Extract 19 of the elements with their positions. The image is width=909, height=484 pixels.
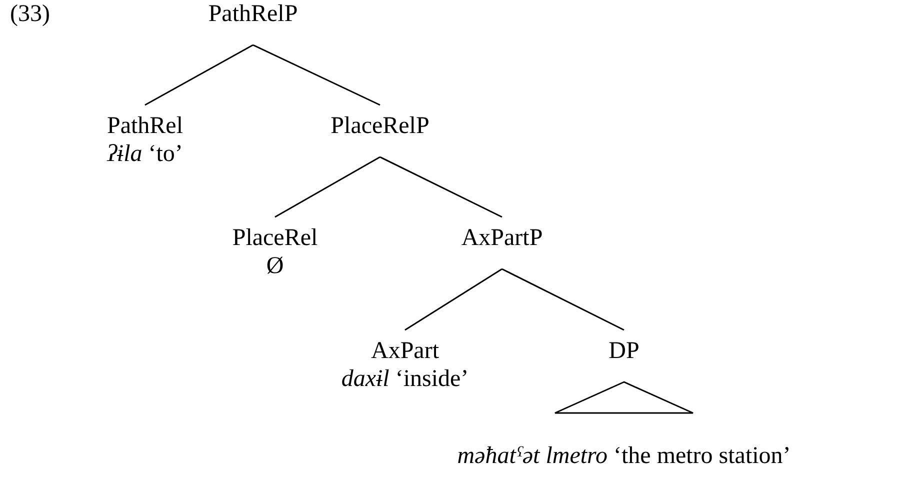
terminal-text: məħatˤət lmetro ‘the metro station’	[457, 442, 791, 470]
category-label: AxPart	[371, 337, 439, 365]
tree-branch	[380, 156, 502, 218]
gloss-text: daxɨl ‘inside’	[341, 365, 469, 393]
example-number: (33)	[10, 0, 50, 28]
category-label: AxPartP	[461, 224, 543, 252]
gloss-text: ʔɨla ‘to’	[107, 140, 183, 168]
tree-branch	[274, 156, 380, 218]
category-label: PathRel	[107, 112, 183, 140]
category-label: DP	[608, 337, 640, 365]
category-label: PathRelP	[208, 0, 298, 28]
tree-branch	[404, 268, 502, 331]
tree-branch	[252, 44, 380, 106]
tree-branch	[144, 44, 254, 106]
tree-branch	[502, 268, 624, 331]
category-label: PlaceRelP	[330, 112, 430, 140]
category-label: PlaceRel	[232, 224, 318, 252]
gloss-text: Ø	[266, 252, 284, 280]
triangle-branch	[554, 381, 694, 414]
